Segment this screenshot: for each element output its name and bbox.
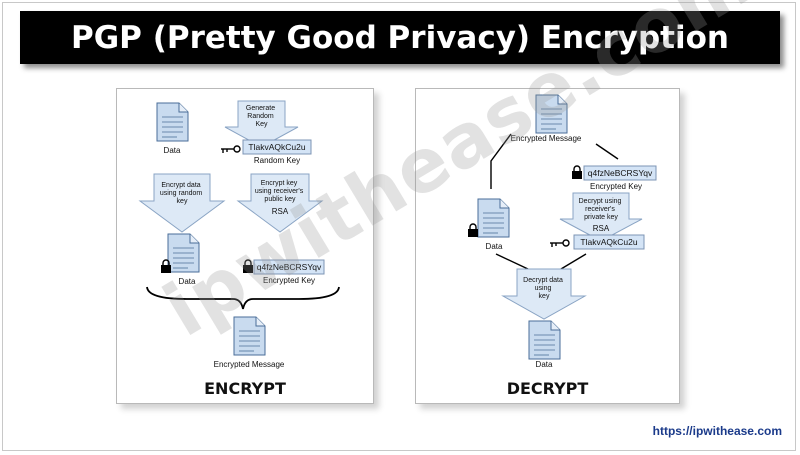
lock-icon xyxy=(571,165,583,180)
random-key-value: TlakvAQkCu2u xyxy=(248,142,305,152)
lock-icon xyxy=(160,259,172,274)
rsa-label: RSA xyxy=(272,207,289,216)
decrypt-data-arrow xyxy=(501,268,587,320)
encrypt-diagram: Data Generate Random Key TlakvAQkCu2u Ra… xyxy=(138,100,340,369)
encrypted-data-label: Data xyxy=(179,277,196,286)
merge-line-right xyxy=(560,253,587,270)
data-label: Data xyxy=(486,242,503,251)
generate-key-arrow xyxy=(224,100,299,148)
encrypted-message-document-icon xyxy=(535,94,568,134)
merge-line-left xyxy=(495,253,529,270)
data-label: Data xyxy=(164,146,181,155)
decrypt-key-arrow-label: Decrypt using receiver's private key xyxy=(579,198,624,221)
split-line-right xyxy=(595,143,619,160)
decrypt-key-arrow xyxy=(559,192,643,242)
combine-brace xyxy=(146,286,340,310)
split-line-left xyxy=(490,133,512,189)
data-document-icon xyxy=(156,102,189,142)
lock-icon xyxy=(242,259,254,274)
lock-icon xyxy=(467,223,479,238)
encrypted-key-box xyxy=(253,259,325,275)
decrypt-data-arrow-label: Decrypt data using key xyxy=(523,277,565,300)
random-key-box xyxy=(573,234,645,250)
encrypted-message-label: Encrypted Message xyxy=(214,360,285,369)
encrypted-key-label: Encrypted Key xyxy=(590,182,642,191)
encrypted-message-label: Encrypted Message xyxy=(511,134,582,143)
site-url-link[interactable]: https://ipwithease.com xyxy=(652,424,782,438)
generate-key-arrow-label: Generate Random Key xyxy=(246,105,277,128)
random-key-label: Random Key xyxy=(254,156,300,165)
decrypt-heading: DECRYPT xyxy=(506,379,589,398)
encrypt-key-arrow xyxy=(236,173,324,233)
random-key-value: TlakvAQkCu2u xyxy=(580,237,637,247)
encrypt-key-arrow-label: Encrypt key using receiver's public key xyxy=(255,180,305,203)
encrypted-key-box xyxy=(583,165,657,181)
rsa-label: RSA xyxy=(593,224,610,233)
encrypted-key-value: q4fzNeBCRSYqv xyxy=(588,168,653,178)
encrypted-key-value: q4fzNeBCRSYqv xyxy=(257,262,322,272)
page-title: PGP (Pretty Good Privacy) Encryption xyxy=(20,11,780,64)
image-frame xyxy=(2,2,796,451)
encrypt-heading: ENCRYPT xyxy=(204,379,286,398)
encrypt-data-arrow xyxy=(138,173,226,233)
encrypted-key-label: Encrypted Key xyxy=(263,276,315,285)
output-data-document-icon xyxy=(528,320,561,360)
encrypted-data-document-icon xyxy=(477,198,510,238)
random-key-box xyxy=(242,139,312,155)
key-icon xyxy=(220,145,241,154)
encrypted-data-document-icon xyxy=(167,233,200,273)
key-icon xyxy=(549,239,570,248)
encrypt-data-arrow-label: Encrypt data using random key xyxy=(160,182,204,205)
decrypt-panel: Encrypted Message q4fzNeBCRSYqv Encrypte… xyxy=(415,88,680,404)
encrypted-message-document-icon xyxy=(233,316,266,356)
encrypt-panel: Data Generate Random Key TlakvAQkCu2u Ra… xyxy=(116,88,374,404)
decrypt-diagram: Encrypted Message q4fzNeBCRSYqv Encrypte… xyxy=(467,94,657,369)
output-data-label: Data xyxy=(536,360,553,369)
